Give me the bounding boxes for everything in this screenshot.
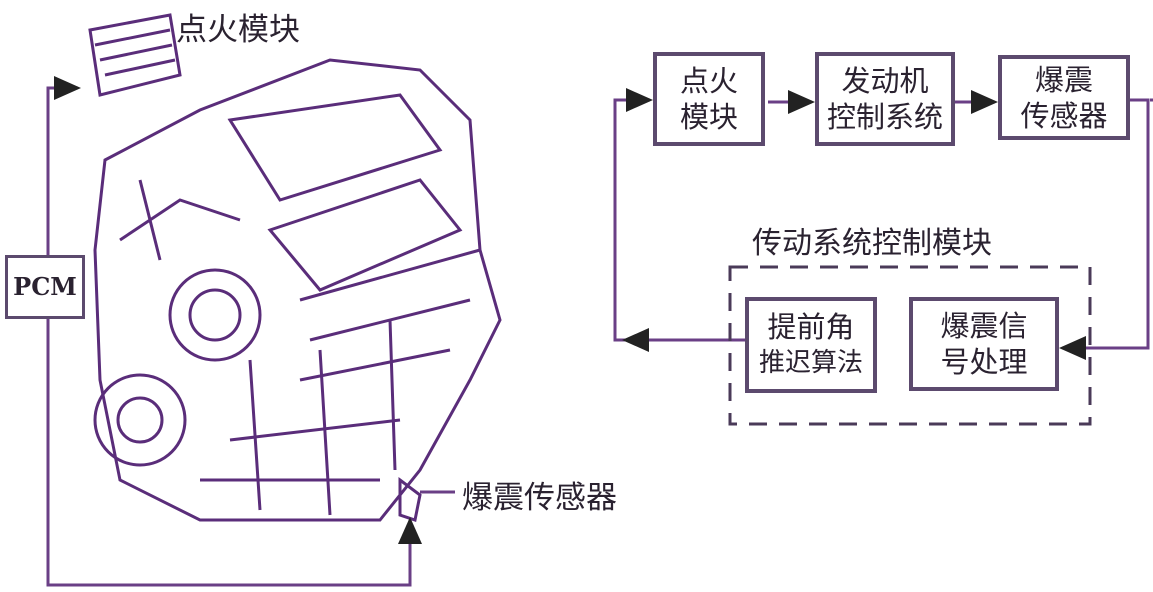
pcm-label: PCM [13,272,77,301]
box-line: 模块 [679,100,738,134]
box-line: 提前角 [767,310,855,344]
engine-control-system-box: 发动机 控制系统 [815,52,955,146]
box-line: 号处理 [940,345,1028,379]
engine-illustration [88,13,502,522]
box-line: 爆震信 [940,309,1028,343]
box-line: 推迟算法 [758,348,863,378]
box-line: 传感器 [1020,98,1108,133]
box-line: 发动机 [841,64,929,98]
ignition-module-label: 点火模块 [176,12,300,48]
knock-signal-processing-box: 爆震信 号处理 [909,297,1059,391]
box-line: 点火 [679,64,738,98]
powertrain-control-module-title: 传动系统控制模块 [752,226,992,261]
ignition-module-box: 点火 模块 [653,52,765,146]
advance-retard-algorithm-box: 提前角 推迟算法 [745,297,877,393]
box-line: 爆震 [1034,62,1093,97]
knock-sensor-label: 爆震传感器 [462,480,617,516]
pcm-box: PCM [5,255,85,319]
box-line: 控制系统 [826,100,943,134]
knock-sensor-box: 爆震 传感器 [998,55,1130,140]
powertrain-control-module-boundary [728,265,1092,426]
